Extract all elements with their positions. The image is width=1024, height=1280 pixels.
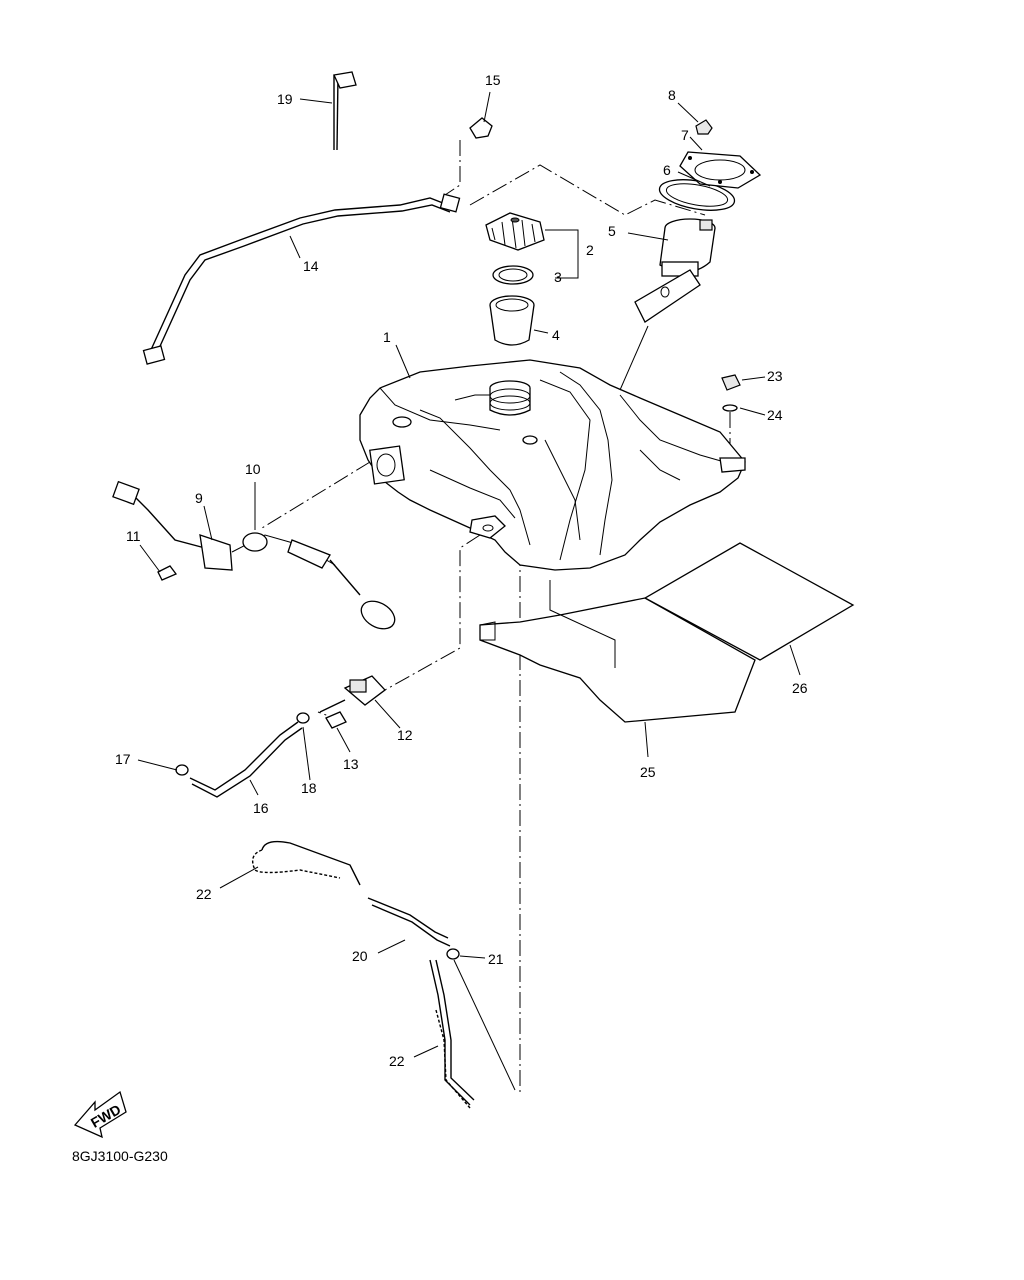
- callout-12: 12: [397, 727, 413, 743]
- screw-11: [157, 565, 178, 581]
- callout-22a: 22: [196, 886, 212, 902]
- washer-24: [722, 404, 738, 412]
- fwd-arrow-icon: FWD: [73, 1090, 127, 1139]
- callout-5: 5: [608, 223, 616, 239]
- cable-tie-19: [333, 71, 357, 151]
- fuel-cock-12: [319, 675, 386, 713]
- leader-lines: [137, 91, 801, 1058]
- callout-numbers: 1 2 3 4 5 6 7 8 9 10 11 12 13 14 15 16 1…: [115, 72, 808, 1069]
- screw-13: [325, 711, 347, 729]
- callout-26: 26: [792, 680, 808, 696]
- callout-13: 13: [343, 756, 359, 772]
- callout-10: 10: [245, 461, 261, 477]
- damper-pad-26: [643, 542, 855, 661]
- nut-8: [695, 119, 713, 135]
- bolt-23: [721, 374, 741, 391]
- callout-11: 11: [126, 528, 141, 544]
- callout-4: 4: [552, 327, 560, 343]
- protector-22: [252, 849, 471, 1109]
- callout-25: 25: [640, 764, 656, 780]
- callout-2: 2: [586, 242, 594, 258]
- tank-cover-plate-25: [479, 580, 756, 723]
- hose-clip-17: [175, 764, 189, 776]
- fuel-pump-5: [634, 218, 716, 323]
- callout-3: 3: [554, 269, 562, 285]
- fuel-sender-9: [112, 480, 396, 630]
- callout-16: 16: [253, 800, 269, 816]
- breather-hose-20: [261, 840, 475, 1106]
- pump-plate-7: [679, 151, 762, 189]
- callout-14: 14: [303, 258, 319, 274]
- callout-15: 15: [485, 72, 501, 88]
- hose-clip-15: [469, 117, 493, 139]
- callout-22b: 22: [389, 1053, 405, 1069]
- fuel-tank-1: [359, 359, 746, 571]
- filler-tube-4: [489, 295, 535, 346]
- callout-7: 7: [681, 127, 689, 143]
- hose-clip-21: [446, 948, 460, 960]
- hose-clip-18: [296, 712, 310, 724]
- callout-9: 9: [195, 490, 203, 506]
- diagram-code: 8GJ3100-G230: [72, 1148, 168, 1164]
- callout-6: 6: [663, 162, 671, 178]
- callout-20: 20: [352, 948, 368, 964]
- fuel-cap-2: [485, 212, 545, 251]
- callout-21: 21: [488, 951, 504, 967]
- callout-23: 23: [767, 368, 783, 384]
- callout-8: 8: [668, 87, 676, 103]
- breather-hose-14: [142, 193, 461, 365]
- callout-17: 17: [115, 751, 131, 767]
- sender-o-ring-10: [242, 532, 268, 552]
- callout-24: 24: [767, 407, 783, 423]
- callout-19: 19: [277, 91, 293, 107]
- callout-1: 1: [383, 329, 391, 345]
- fuel-hose-16: [189, 721, 303, 798]
- callout-18: 18: [301, 780, 317, 796]
